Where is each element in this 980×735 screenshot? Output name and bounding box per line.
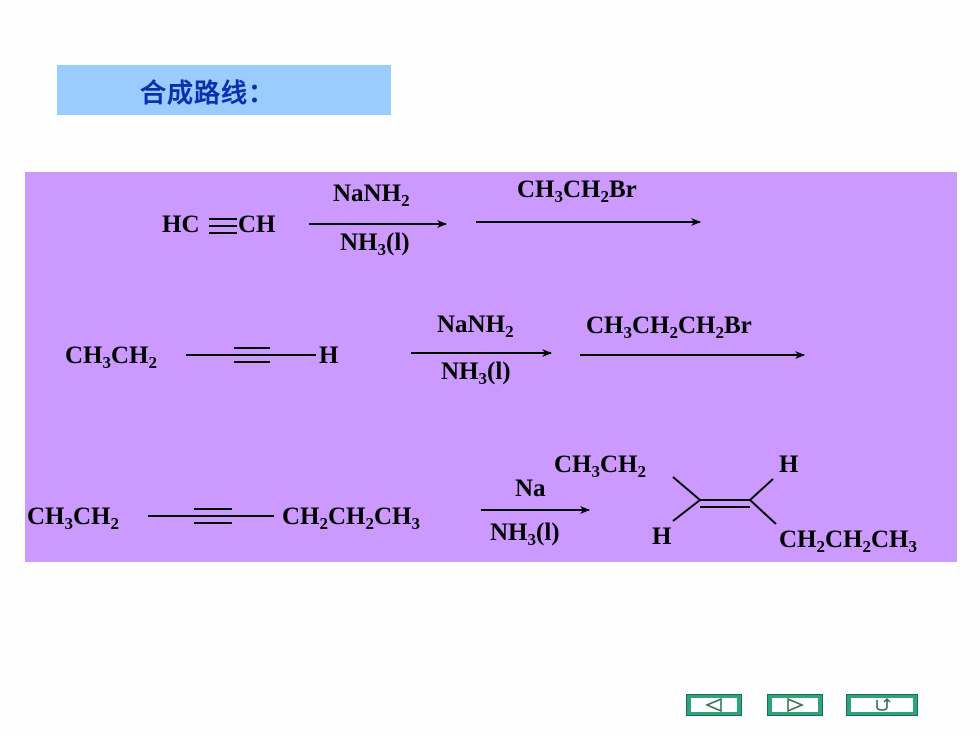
alkyne-bond-row3 (148, 508, 274, 524)
reagent-nanh2-row1: NaNH2 (333, 180, 410, 210)
triangle-right-icon (787, 698, 804, 712)
reaction-panel (25, 172, 957, 562)
butyne-h: H (319, 342, 339, 369)
slide-title: 合成路线： (140, 79, 276, 109)
reagent-nh3-row2: NH3(l) (441, 358, 511, 388)
triangle-left-icon (705, 698, 722, 712)
reagent-nh3-row3: NH3(l) (490, 519, 560, 549)
product-top-left: CH3CH2 (554, 451, 646, 481)
reagent-nh3-row1: NH3(l) (340, 229, 410, 259)
alkyne-bond-row2 (186, 347, 316, 363)
reagent-na: Na (515, 475, 546, 502)
reagent-nanh2-row2: NaNH2 (437, 311, 514, 341)
prev-button[interactable] (686, 694, 742, 716)
heptyne-propyl: CH2CH2CH3 (282, 503, 420, 533)
acetylene-right: CH (238, 211, 276, 238)
heptyne-ethyl: CH3CH2 (27, 503, 119, 533)
product-top-right: H (779, 451, 799, 478)
acetylene-left: HC (162, 211, 200, 238)
alkene-structure (672, 476, 777, 525)
return-button[interactable] (846, 694, 918, 716)
product-bottom-left: H (652, 523, 672, 550)
reagent-propylbromide: CH3CH2CH2Br (586, 312, 752, 342)
title-box (57, 65, 391, 115)
next-button[interactable] (767, 694, 823, 716)
triple-bond-row1 (209, 218, 237, 234)
product-bottom-right: CH2CH2CH3 (779, 526, 917, 556)
butyne-ethyl: CH3CH2 (65, 342, 157, 372)
return-u-icon (876, 698, 891, 711)
reagent-ethylbromide: CH3CH2Br (517, 176, 637, 206)
